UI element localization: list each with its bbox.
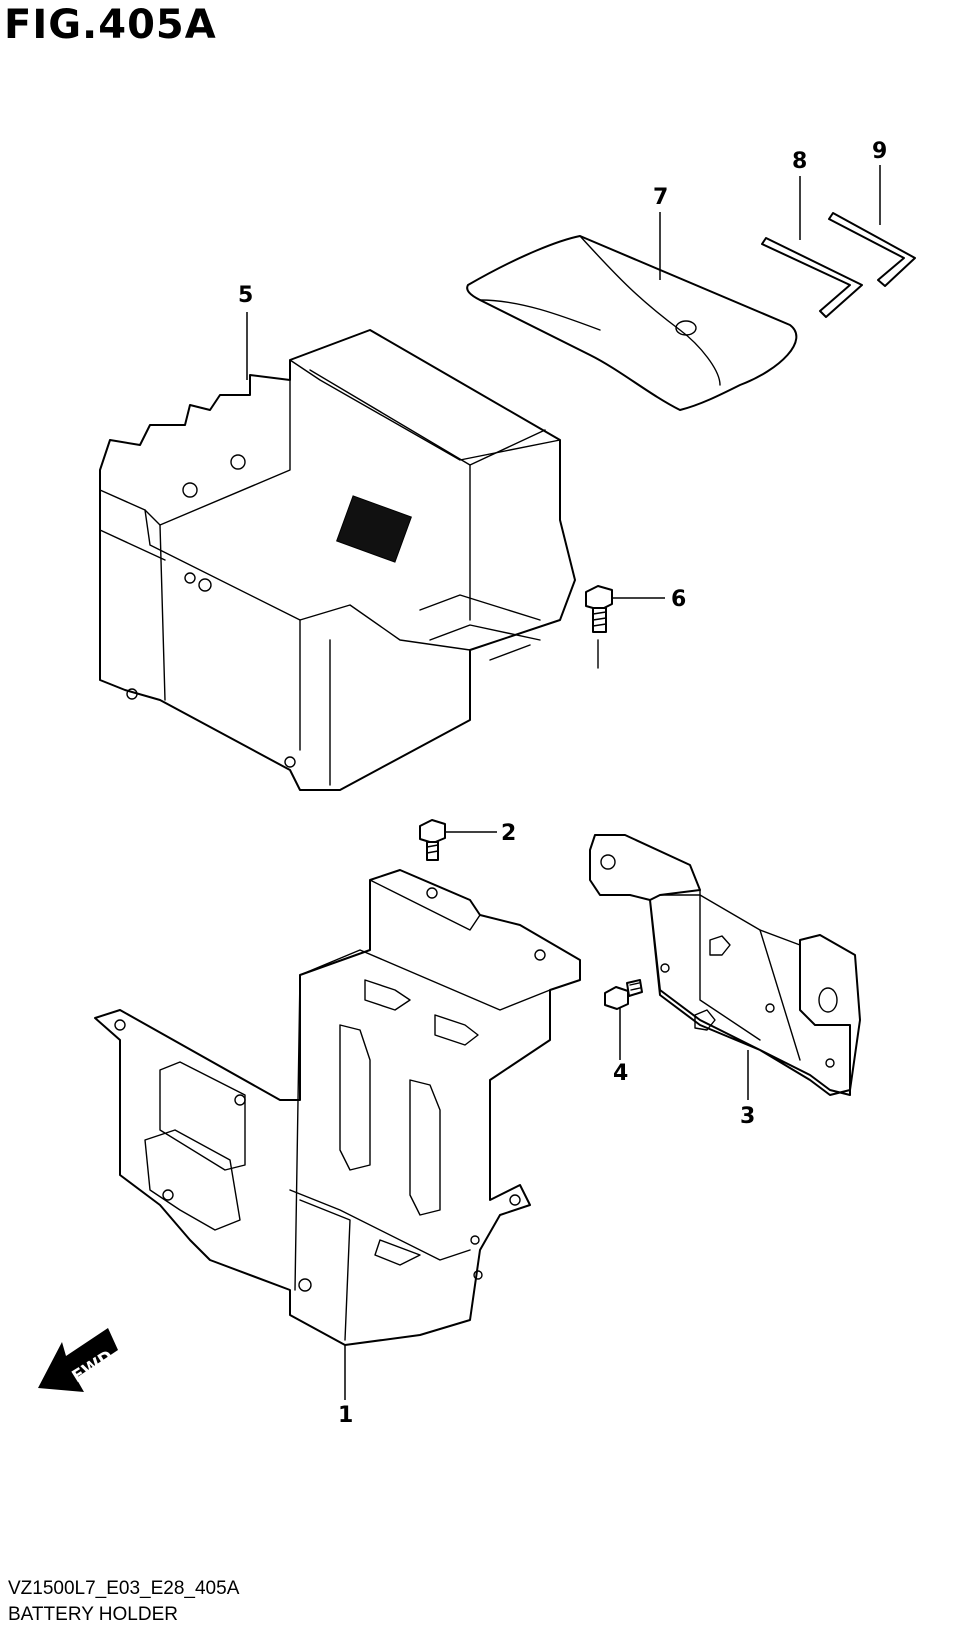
callout-7: 7 bbox=[653, 185, 668, 210]
fwd-arrow-icon: FWD bbox=[38, 1328, 118, 1392]
bolt-6-part bbox=[585, 585, 613, 633]
hex-key-8-part bbox=[761, 237, 863, 318]
figure-code: VZ1500L7_E03_E28_405A bbox=[8, 1578, 240, 1599]
battery-bracket-part bbox=[94, 869, 581, 1346]
callout-3: 3 bbox=[740, 1104, 755, 1129]
callout-1: 1 bbox=[338, 1403, 353, 1428]
callout-2: 2 bbox=[501, 821, 516, 846]
bolt-2-part bbox=[419, 819, 446, 861]
callout-5: 5 bbox=[238, 283, 253, 308]
figure-title: FIG.405A bbox=[4, 2, 217, 48]
callout-9: 9 bbox=[872, 139, 887, 164]
battery-box-part bbox=[99, 329, 576, 791]
battery-pad-part bbox=[466, 235, 798, 411]
callout-6: 6 bbox=[671, 587, 686, 612]
callout-8: 8 bbox=[792, 149, 807, 174]
hex-key-9-part bbox=[828, 212, 916, 287]
figure-name: BATTERY HOLDER bbox=[8, 1604, 178, 1625]
callout-4: 4 bbox=[613, 1061, 628, 1086]
side-bracket-part bbox=[589, 834, 861, 1096]
leader-lines bbox=[246, 165, 881, 1400]
bolt-4-part bbox=[604, 979, 643, 1010]
